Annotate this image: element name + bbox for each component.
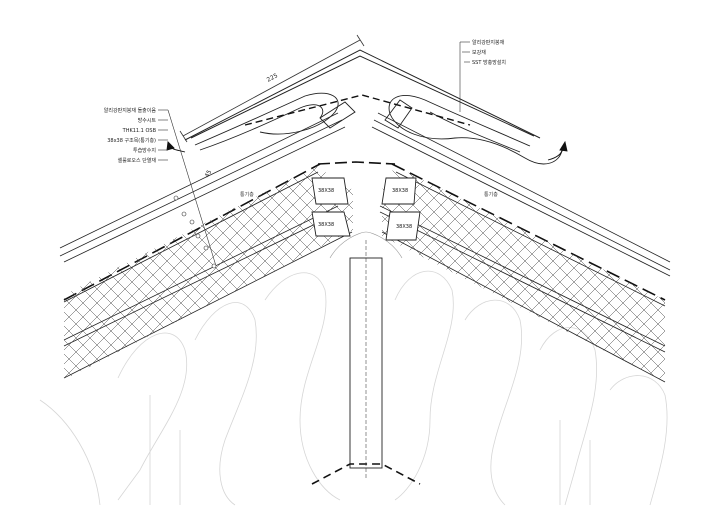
- right-roof-layers: [371, 112, 671, 277]
- callout-insect-screen: SST 방충망설치: [472, 59, 506, 66]
- bottom-dash-chevron: [311, 463, 421, 485]
- callout-waterproof-sheet: 방수시트: [138, 117, 157, 124]
- callout-batten: 38x38 구조목(통기층): [107, 137, 156, 144]
- right-airflow-arrow: [547, 140, 568, 161]
- callout-roofing-panel: 알리강판지붕재: [472, 39, 505, 46]
- callout-reinforcement: 보강재: [472, 49, 486, 56]
- left-roof-layers: [59, 112, 346, 263]
- right-airspace-label: 통기층: [484, 191, 498, 198]
- left-vent-baffle: [194, 92, 356, 151]
- left-airspace-label: 통기층: [240, 191, 254, 198]
- ridge-cap-flashing: [184, 49, 541, 141]
- ridge-length-dimension: 225: [266, 72, 280, 84]
- callout-breather-membrane: 투습방수지: [133, 147, 156, 154]
- left-insulation: [63, 166, 353, 380]
- left-airflow-arrow: [166, 141, 186, 153]
- batten-boxes: [311, 177, 421, 241]
- right-callout-leaders: [459, 41, 470, 112]
- ridge-dimension: [179, 34, 365, 143]
- left-callout-markers: [173, 195, 217, 269]
- batten-tag-upper-left: 38X38: [318, 188, 334, 194]
- ridge-top-dash: [317, 161, 396, 165]
- callout-osb: THK11.1 OSB: [122, 128, 157, 134]
- membrane-dashed-line: [244, 94, 471, 126]
- background-truss-outlines: [39, 270, 668, 506]
- callout-roofing-seam: 알리강판지붕재 돌출이음: [104, 107, 157, 114]
- batten-tag-lower-left: 38X38: [318, 222, 334, 228]
- right-insulation: [379, 166, 666, 383]
- offset-dimension: 45: [204, 169, 214, 179]
- batten-tag-upper-right: 38X38: [392, 188, 408, 194]
- ridge-post: [329, 231, 403, 480]
- left-callout-leaders: [158, 109, 217, 267]
- right-roof-dash-layer: [391, 163, 666, 301]
- left-roof-dash-layer: [63, 163, 321, 301]
- batten-tag-lower-right: 38X38: [396, 224, 412, 230]
- callout-cellulose-insulation: 셀룰로오스 단열재: [118, 157, 157, 164]
